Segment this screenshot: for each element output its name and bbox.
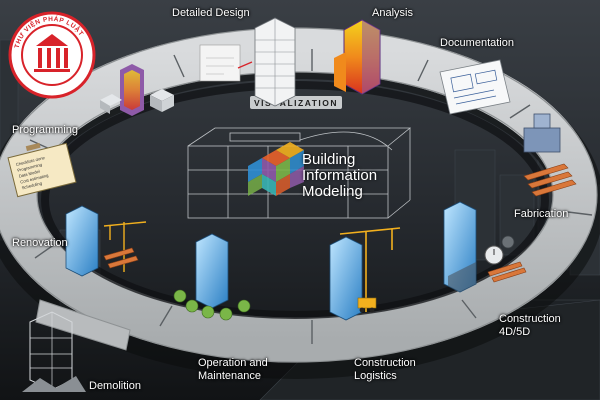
conceptual-massing-illustration — [100, 64, 174, 116]
stage-label-analysis: Analysis — [372, 7, 413, 19]
checklist-line: Programming — [17, 162, 43, 173]
renovation-illustration — [65, 205, 147, 277]
analysis-illustration — [334, 19, 381, 95]
bim-title-line: Modeling — [302, 183, 363, 200]
construction-logistics-illustration — [329, 227, 401, 321]
bim-title-line: Building — [302, 151, 356, 168]
bim-title-line: Information — [302, 167, 378, 184]
construction-4d5d-illustration — [443, 201, 527, 293]
stage-label-construction-logistics: Construction Logistics — [354, 357, 416, 382]
stage-label-renovation: Renovation — [12, 237, 68, 249]
ring-caption: VISUALIZATION — [254, 98, 338, 108]
documentation-illustration — [439, 59, 511, 115]
checklist-line: Cost estimating — [20, 173, 50, 185]
stage-label-programming: Programming — [12, 124, 79, 136]
stage-label-fabrication: Fabrication — [514, 208, 569, 220]
programming-checklist-illustration — [7, 142, 77, 198]
stage-label-demolition: Demolition — [89, 380, 141, 392]
fabrication-illustration — [523, 113, 577, 197]
bim-cube-logo — [248, 142, 304, 196]
logo-seal: THƯ VIỆN PHÁP LUẬT — [8, 11, 96, 99]
demolition-illustration — [22, 311, 86, 392]
stage-label-detailed-design: Detailed Design — [172, 7, 250, 19]
stage-label-documentation: Documentation — [440, 37, 514, 49]
detailed-design-illustration — [199, 17, 296, 107]
operation-maintenance-illustration — [173, 233, 251, 321]
checklist-line: Scheduling — [21, 180, 43, 190]
checklist-line: Data Model — [18, 169, 40, 179]
stage-label-operation-maintenance: Operation and Maintenance — [198, 357, 268, 382]
stage-label-construction-4d5d: Construction 4D/5D — [499, 313, 561, 338]
bim-title: Building Information Modeling — [302, 152, 377, 200]
